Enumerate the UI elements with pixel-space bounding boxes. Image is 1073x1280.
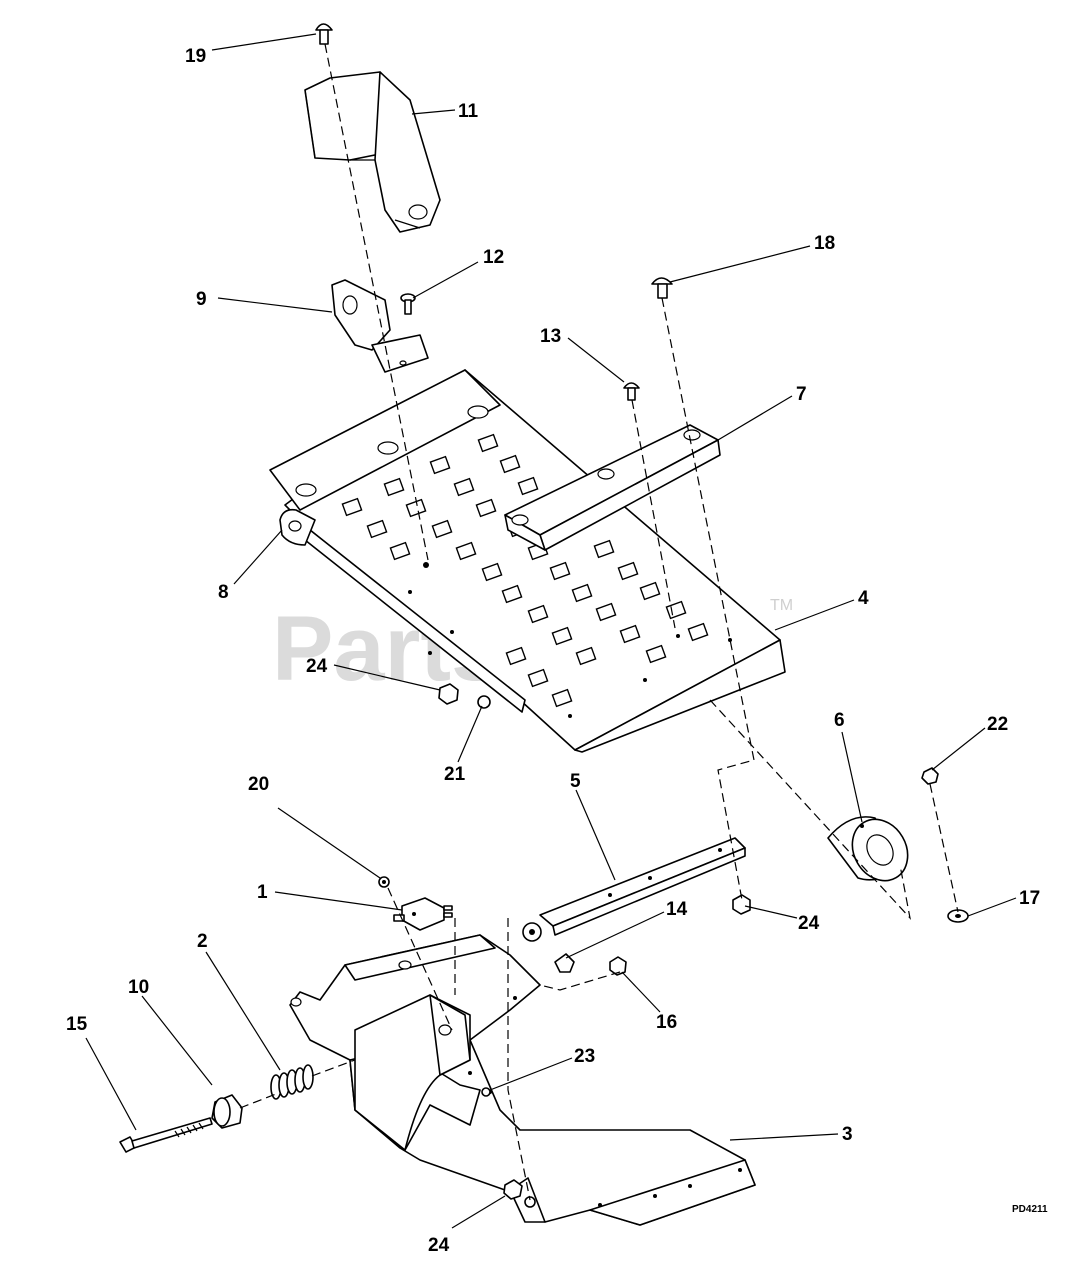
callout-12: 12 <box>483 247 504 268</box>
callout-10: 10 <box>128 977 149 998</box>
callout-13: 13 <box>540 326 561 347</box>
part-24-nut-bottom <box>503 1179 523 1200</box>
drawing-code: PD4211 <box>1012 1204 1048 1215</box>
part-11-shield <box>304 71 441 233</box>
part-24-nut-right <box>732 894 751 915</box>
callout-23: 23 <box>574 1046 595 1067</box>
callout-24-bottom: 24 <box>428 1235 450 1256</box>
callout-leader-lines <box>85 33 1017 1229</box>
part-24-nut-upper <box>438 683 459 705</box>
callout-20: 20 <box>248 774 269 795</box>
part-21-nut <box>477 695 491 709</box>
callout-16: 16 <box>656 1012 677 1033</box>
part-6-sleeve <box>827 816 909 882</box>
part-8-pivot-lug <box>279 508 316 546</box>
callout-19: 19 <box>185 46 206 67</box>
part-7-channel <box>504 424 721 551</box>
part-19-rivet <box>315 23 333 45</box>
callout-4: 4 <box>858 588 869 609</box>
callout-3: 3 <box>842 1124 853 1145</box>
callout-2: 2 <box>197 931 208 952</box>
part-10-bushing <box>211 1094 243 1129</box>
assembly-hidden-lines <box>239 43 959 1201</box>
part-20-nut <box>378 876 390 888</box>
callout-22: 22 <box>987 714 1008 735</box>
callout-6: 6 <box>834 710 845 731</box>
part-22-nut <box>921 767 939 785</box>
callout-9: 9 <box>196 289 207 310</box>
part-3-mount-bracket <box>289 934 756 1226</box>
part-2-spring <box>270 1064 314 1100</box>
callout-1: 1 <box>257 882 268 903</box>
callout-21: 21 <box>444 764 466 785</box>
part-12-screw <box>400 293 416 315</box>
part-5-link-bar <box>522 837 746 942</box>
callout-8: 8 <box>218 582 229 603</box>
callout-7: 7 <box>796 384 807 405</box>
part-18-rivet <box>651 277 673 299</box>
part-1-switch <box>393 897 453 931</box>
callout-24-right: 24 <box>798 913 820 934</box>
part-13-rivet <box>623 382 640 401</box>
callout-11: 11 <box>458 101 479 122</box>
part-14-bolt <box>554 953 575 973</box>
part-9-bracket <box>331 279 429 373</box>
callout-18: 18 <box>814 233 835 254</box>
callout-5: 5 <box>570 771 581 792</box>
part-23-pin <box>481 1087 491 1097</box>
watermark-tm: TM <box>770 597 793 614</box>
callout-24-upper: 24 <box>306 656 328 677</box>
callout-labels: 19 11 12 9 18 13 7 8 4 24 21 6 22 20 5 1… <box>66 46 1040 1256</box>
part-4-footrest-plate <box>269 369 786 753</box>
callout-15: 15 <box>66 1014 88 1035</box>
part-16-nut <box>609 956 627 976</box>
callout-14: 14 <box>666 899 688 920</box>
part-15-bolt <box>119 1117 213 1153</box>
callout-17: 17 <box>1019 888 1040 909</box>
